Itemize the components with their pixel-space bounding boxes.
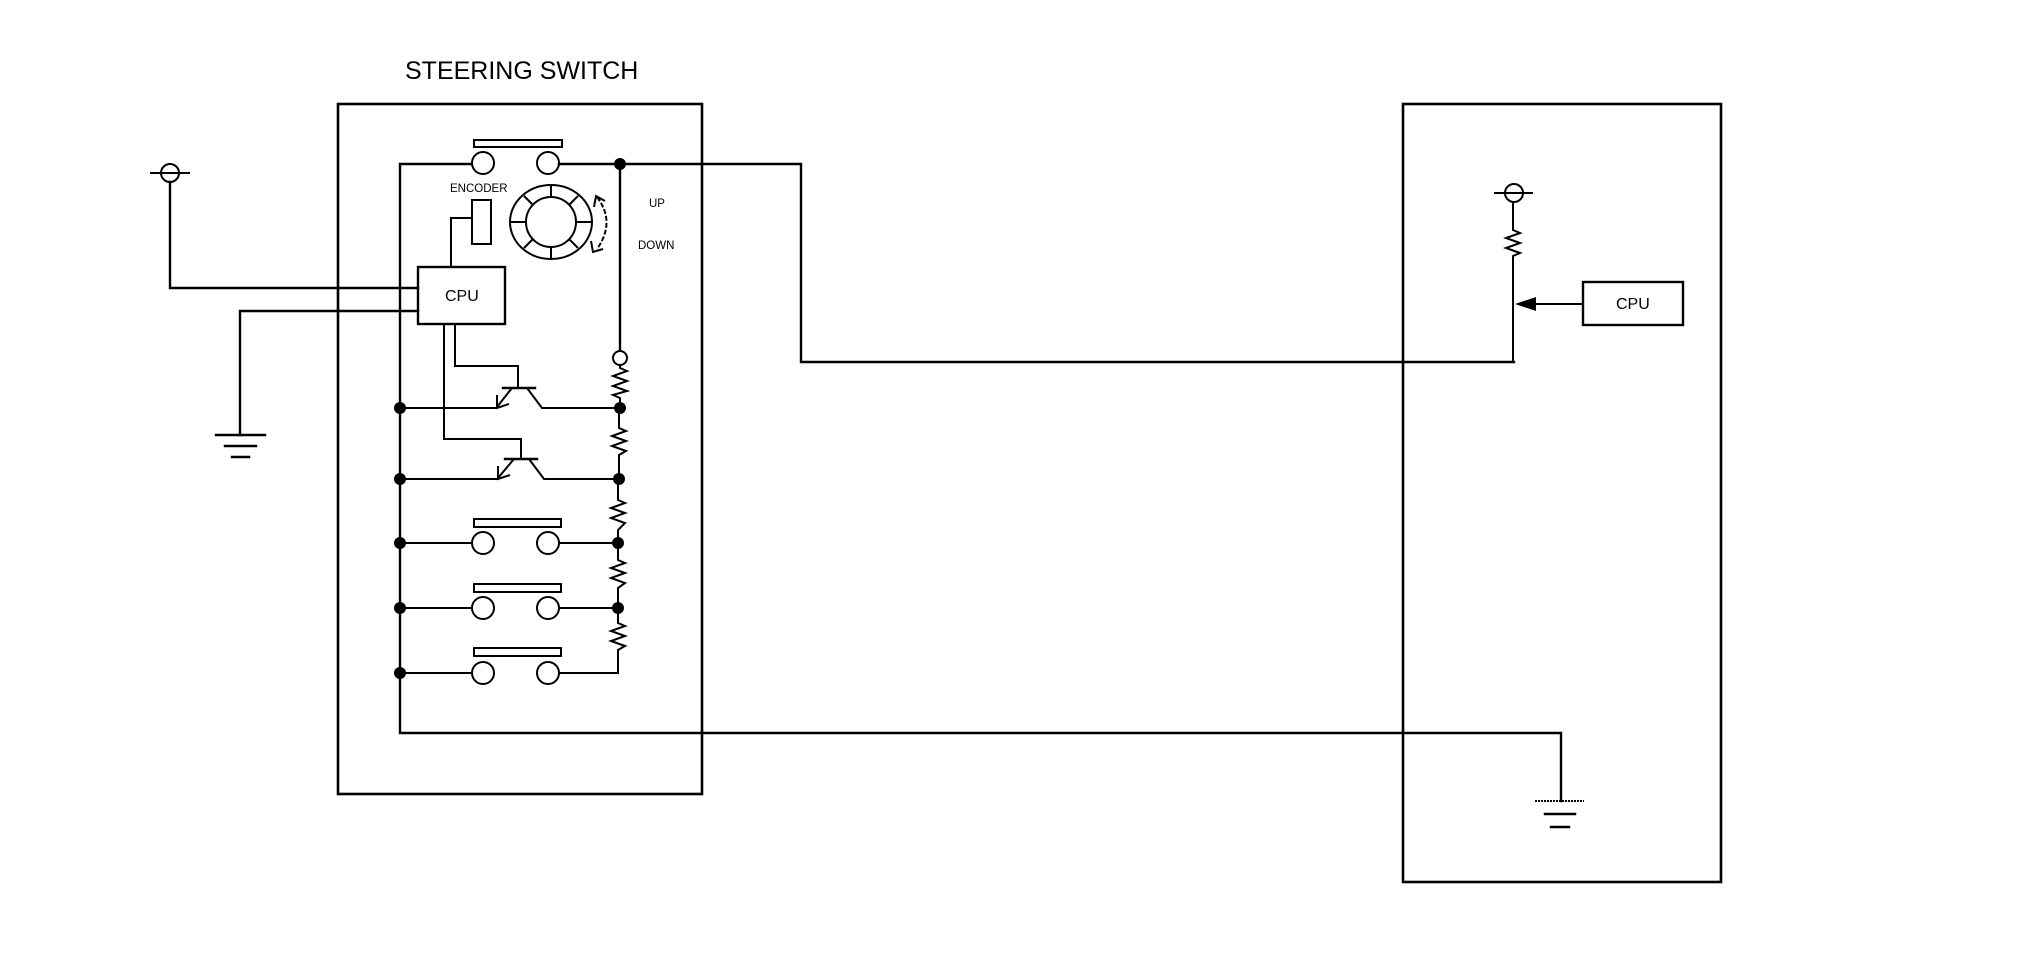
encoder-block: [471, 199, 492, 245]
terminal-icon: [612, 350, 628, 366]
ground-icon: [1535, 800, 1584, 829]
push-switch-icon: [400, 583, 618, 620]
transistor-1-base-wire: [454, 324, 519, 388]
junction-dot: [613, 473, 625, 485]
junction-dot: [394, 402, 406, 414]
encoder-label: ENCODER: [450, 183, 508, 195]
junction-dot: [394, 667, 406, 679]
resistor-icon: [610, 365, 631, 408]
power-supply-icon: [150, 163, 190, 183]
ground-wire: [238, 309, 420, 437]
resistor-icon: [609, 408, 629, 479]
receiver-cpu-block: [1581, 280, 1685, 327]
steering-cpu-label: CPU: [445, 288, 479, 305]
receiver-unit-frame: [1401, 102, 1723, 884]
resistor-icon: [1503, 202, 1523, 362]
steering-switch-frame: [336, 102, 704, 796]
junction-dot: [394, 473, 406, 485]
power-supply-icon: [1494, 183, 1533, 203]
resistor-icon: [608, 543, 628, 608]
junction-dot: [394, 537, 406, 549]
steering-cpu-block: [416, 265, 507, 326]
ground-icon: [214, 433, 267, 459]
junction-dot: [394, 602, 406, 614]
push-switch-icon: [400, 518, 618, 555]
transistor-2-base-wire: [443, 324, 522, 459]
encoder-wire: [450, 217, 472, 267]
transistor-icon: [497, 457, 619, 481]
power-wire: [168, 180, 420, 290]
up-label: UP: [649, 198, 665, 210]
signal-wire: [557, 162, 1516, 364]
arrow-icon: [1515, 297, 1583, 311]
diagram-title: STEERING SWITCH: [405, 57, 638, 85]
down-label: DOWN: [638, 240, 674, 252]
junction-dot: [614, 402, 626, 414]
push-switch-icon: [400, 647, 562, 685]
encoder-wheel-icon: [509, 184, 593, 260]
transistor-icon: [496, 386, 620, 410]
common-ground-rail: [398, 162, 1563, 803]
receiver-cpu-label: CPU: [1616, 296, 1650, 313]
push-switch-icon: [471, 139, 563, 175]
junction-dot: [612, 537, 624, 549]
resistor-icon: [559, 608, 628, 674]
junction-dot: [612, 602, 624, 614]
resistor-icon: [608, 479, 628, 543]
rotation-arrow-icon: [590, 194, 608, 254]
